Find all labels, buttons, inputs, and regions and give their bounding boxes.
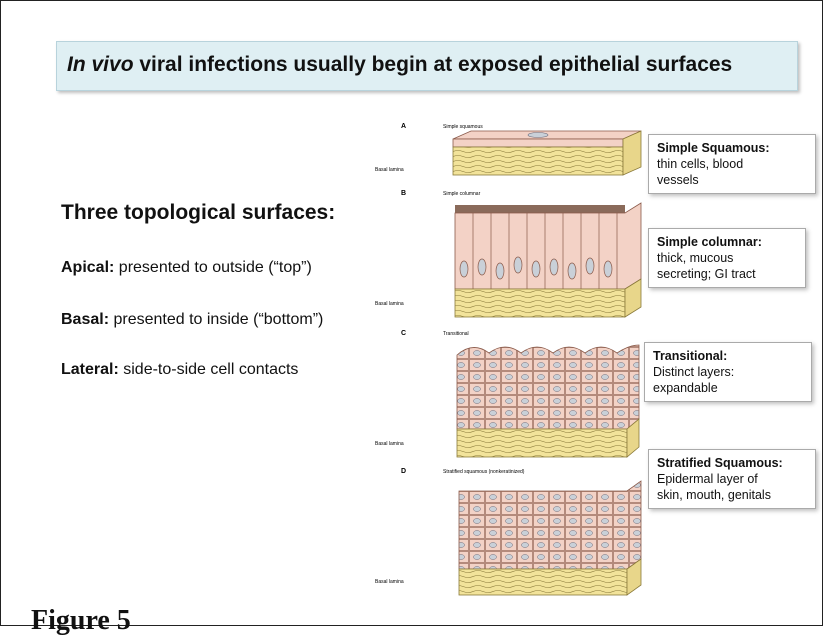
panel-name: Stratified squamous (nonkeratinized): [443, 469, 525, 475]
callout-heading: Simple columnar:: [657, 234, 797, 250]
bullet-text: presented to outside (“top”): [114, 259, 311, 276]
basal-lamina-label: Basal lamina: [375, 441, 404, 447]
panel-name: Transitional: [443, 331, 469, 337]
callout-body: Epidermal layer of skin, mouth, genitals: [657, 471, 807, 503]
panel-transitional: C Transitional Basal lamina: [375, 330, 639, 457]
panel-simple-columnar: B Simple columnar Basal lamina: [375, 190, 641, 317]
panel-letter: C: [401, 330, 406, 337]
bullet-basal: Basal: presented to inside (“bottom”): [61, 311, 323, 329]
callout-body: thin cells, blood vessels: [657, 156, 807, 188]
panel-letter: B: [401, 190, 406, 197]
panel-name: Simple squamous: [443, 124, 483, 130]
callout-body: thick, mucous secreting; GI tract: [657, 250, 797, 282]
slide-title: In vivo viral infections usually begin a…: [67, 53, 732, 77]
bullet-term: Basal:: [61, 311, 109, 328]
callout-heading: Transitional:: [653, 348, 803, 364]
panel-letter: D: [401, 468, 406, 475]
callout-heading: Stratified Squamous:: [657, 455, 807, 471]
callout-heading: Simple Squamous:: [657, 140, 807, 156]
panel-stratified-squamous: D Stratified squamous (nonkeratinized) B…: [375, 468, 641, 595]
bullet-text: side-to-side cell contacts: [119, 361, 299, 378]
bullet-text: presented to inside (“bottom”): [109, 311, 323, 328]
slide: In vivo viral infections usually begin a…: [1, 1, 820, 623]
callout-simple-columnar: Simple columnar: thick, mucous secreting…: [648, 228, 806, 288]
panel-letter: A: [401, 123, 406, 130]
surfaces-heading: Three topological surfaces:: [61, 201, 335, 225]
basal-lamina-label: Basal lamina: [375, 301, 404, 307]
slide-title-italic: In vivo: [67, 53, 134, 76]
figure-caption: Figure 5: [31, 605, 131, 637]
basal-lamina-label: Basal lamina: [375, 579, 404, 585]
bullet-term: Lateral:: [61, 361, 119, 378]
panel-simple-squamous: A Simple squamous Basal lamina: [375, 123, 641, 175]
callout-body: Distinct layers: expandable: [653, 364, 803, 396]
callout-transitional: Transitional: Distinct layers: expandabl…: [644, 342, 812, 402]
panel-name: Simple columnar: [443, 191, 481, 197]
bullet-apical: Apical: presented to outside (“top”): [61, 259, 312, 277]
basal-lamina-label: Basal lamina: [375, 167, 404, 173]
bullet-lateral: Lateral: side-to-side cell contacts: [61, 361, 298, 379]
callout-stratified-squamous: Stratified Squamous: Epidermal layer of …: [648, 449, 816, 509]
epithelium-figure: A Simple squamous Basal lamina B Simple …: [373, 119, 653, 607]
slide-title-box: In vivo viral infections usually begin a…: [56, 41, 798, 91]
callout-simple-squamous: Simple Squamous: thin cells, blood vesse…: [648, 134, 816, 194]
bullet-term: Apical:: [61, 259, 114, 276]
slide-title-rest: viral infections usually begin at expose…: [134, 53, 733, 76]
